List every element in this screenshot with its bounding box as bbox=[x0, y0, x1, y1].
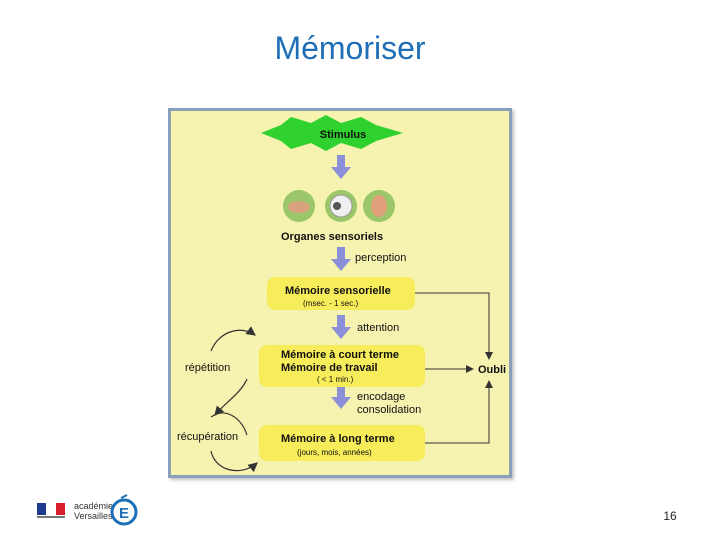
retrieval-label: récupération bbox=[177, 431, 238, 443]
sensory-memory-box bbox=[267, 277, 415, 310]
organs-label: Organes sensoriels bbox=[281, 231, 383, 243]
sensory-duration-label: (msec. - 1 sec.) bbox=[303, 299, 358, 308]
memory-diagram-panel: Stimulus Organes sensoriels perception M… bbox=[168, 108, 512, 478]
long-term-label: Mémoire à long terme bbox=[281, 433, 395, 445]
attention-label: attention bbox=[357, 322, 399, 334]
memory-diagram: Stimulus Organes sensoriels perception M… bbox=[177, 115, 506, 473]
forgetting-label: Oubli bbox=[478, 364, 506, 376]
down-arrow-icon bbox=[331, 315, 351, 339]
encoding-label: encodage bbox=[357, 391, 405, 403]
page-title: Mémoriser bbox=[274, 30, 426, 66]
loop-arrows bbox=[210, 326, 258, 473]
stimulus-burst bbox=[261, 115, 403, 151]
page-number: 16 bbox=[663, 509, 677, 523]
long-term-duration-label: (jours, mois, années) bbox=[297, 448, 372, 457]
academy-logo-line2: Versailles bbox=[74, 511, 113, 521]
academy-e-logo: E bbox=[110, 494, 138, 526]
short-term-duration-label: ( < 1 min.) bbox=[317, 375, 354, 384]
consolidation-label: consolidation bbox=[357, 404, 421, 416]
academy-logo-line1: académie bbox=[74, 501, 114, 511]
down-arrow-icon bbox=[331, 385, 351, 409]
republic-flag-logo bbox=[37, 503, 65, 518]
svg-text:E: E bbox=[119, 505, 129, 522]
short-term-label-2: Mémoire de travail bbox=[281, 362, 378, 374]
flow-arrows bbox=[331, 155, 351, 409]
sense-organ-icons bbox=[283, 190, 395, 222]
short-term-label-1: Mémoire à court terme bbox=[281, 349, 399, 361]
long-term-memory-box bbox=[259, 425, 425, 461]
academy-logo-text: académie Versailles bbox=[74, 501, 120, 521]
perception-label: perception bbox=[355, 252, 406, 264]
down-arrow-icon bbox=[331, 155, 351, 179]
down-arrow-icon bbox=[331, 247, 351, 271]
sensory-memory-label: Mémoire sensorielle bbox=[285, 285, 391, 297]
forgetting-connectors bbox=[415, 292, 493, 444]
short-term-memory-box bbox=[259, 345, 425, 387]
repetition-label: répétition bbox=[185, 362, 230, 374]
stimulus-label: Stimulus bbox=[320, 129, 366, 141]
